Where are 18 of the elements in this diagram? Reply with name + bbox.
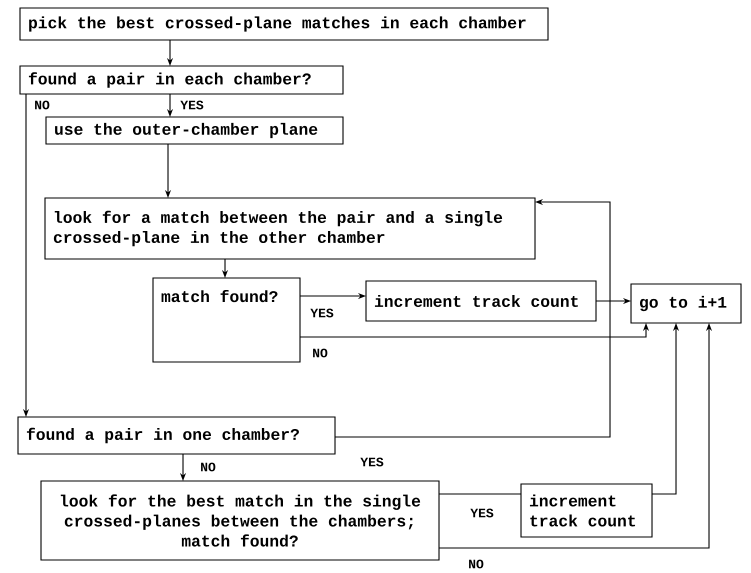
process-box: increment track count [365,280,597,322]
edge-label: NO [467,558,485,570]
edge-label: NO [199,462,217,472]
process-box: use the outer-chamber plane [45,116,344,145]
process-box: look for the best match in the single crossed-planes between the chambers; match found? [40,480,440,561]
edge-label: YES [179,100,205,110]
edge-label: YES [309,308,335,318]
process-box: increment track count [520,483,653,538]
process-box: go to i+1 [630,283,742,324]
process-box: found a pair in one chamber? [17,416,336,455]
edge-label: NO [311,348,329,358]
process-box: look for a match between the pair and a single crossed-plane in the other chamber [44,197,536,260]
edge-label: YES [359,456,385,468]
edge-label: NO [33,100,51,110]
process-box: found a pair in each chamber? [19,65,344,95]
process-box: match found? [152,277,301,363]
edge-label: YES [469,508,495,518]
process-box: pick the best crossed-plane matches in each chamber [19,7,549,41]
